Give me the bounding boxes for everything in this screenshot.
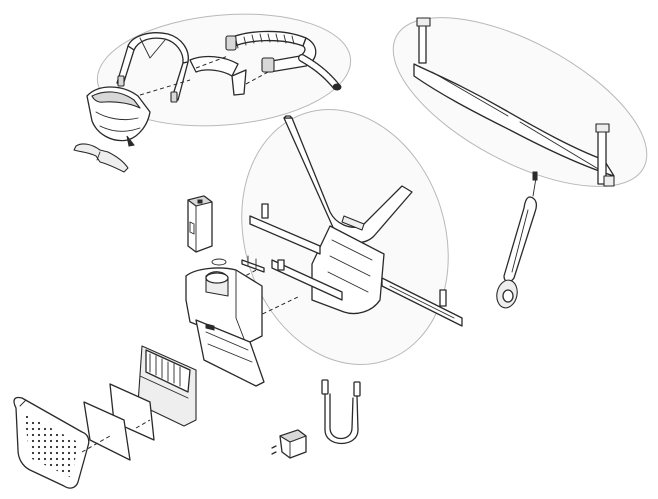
headgear-dash-lines bbox=[139, 55, 269, 96]
nose-clip-icon bbox=[73, 143, 129, 173]
filter-sheet-icon bbox=[83, 401, 131, 461]
filter-dash-lines bbox=[81, 419, 151, 453]
side-bracket-left-icon bbox=[249, 203, 343, 301]
face-shield-icon bbox=[86, 86, 151, 147]
breathing-hose-icon bbox=[298, 54, 342, 91]
power-adapter-icon bbox=[271, 429, 307, 459]
lanyard-strap-icon bbox=[496, 171, 538, 309]
usb-c-cable-icon bbox=[321, 379, 361, 444]
clip-bracket-icon bbox=[241, 255, 265, 273]
filter-cover-icon bbox=[13, 396, 90, 489]
blower-unit-icon bbox=[185, 267, 265, 387]
filter-cartridge-icon bbox=[137, 345, 197, 427]
headband-icon bbox=[189, 55, 247, 96]
top-rail-group-outline bbox=[392, 17, 648, 187]
o-ring-icon bbox=[211, 258, 227, 266]
side-bracket-right-icon bbox=[381, 277, 463, 327]
pre-filter-sheet-icon bbox=[109, 383, 155, 441]
top-rail-icon bbox=[413, 17, 615, 187]
head-strap-icon bbox=[116, 32, 189, 103]
battery-pack-icon bbox=[187, 195, 213, 253]
ratchet-band-icon bbox=[225, 30, 317, 73]
